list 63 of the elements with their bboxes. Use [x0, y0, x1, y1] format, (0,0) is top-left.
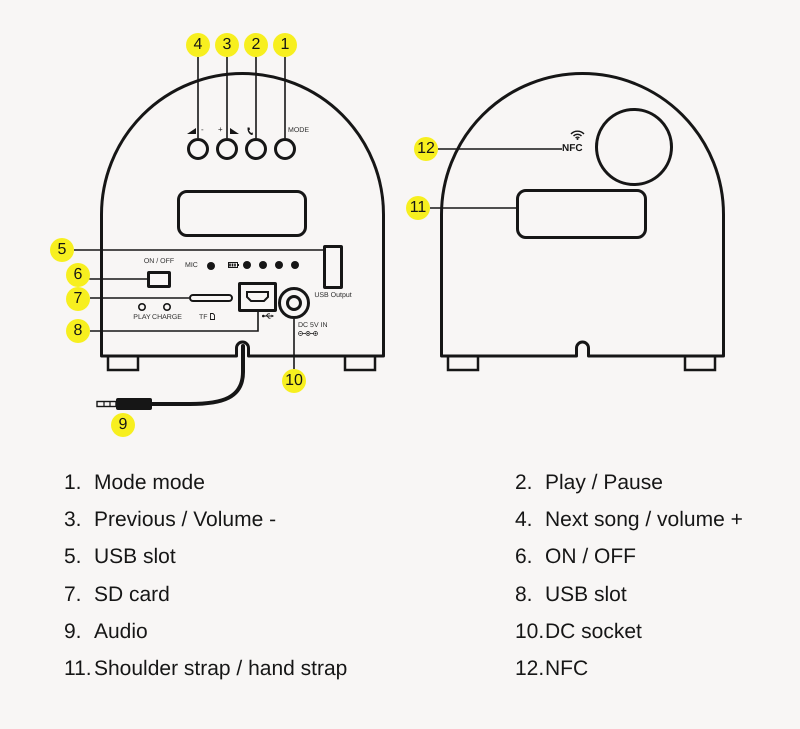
list-text: NFC — [545, 657, 588, 681]
list-number: 7. — [64, 583, 82, 607]
list-text: USB slot — [94, 545, 176, 569]
list-text: Audio — [94, 620, 148, 644]
list-number: 8. — [515, 583, 533, 607]
power-switch — [147, 271, 171, 288]
leader-line — [293, 319, 295, 369]
list-number: 1. — [64, 471, 82, 495]
dc-jack — [278, 287, 310, 319]
list-number: 5. — [64, 545, 82, 569]
list-text: SD card — [94, 583, 170, 607]
round-button — [245, 138, 267, 160]
leader-line — [90, 312, 259, 332]
callout-number: 9 — [111, 413, 135, 437]
speaker-grille — [595, 108, 673, 186]
callout-number: 5 — [50, 238, 74, 262]
list-text: Shoulder strap / hand strap — [94, 657, 348, 681]
callout-number: 10 — [282, 369, 306, 393]
strap-slot — [516, 189, 647, 239]
callout-number: 6 — [66, 263, 90, 287]
list-text: Next song / volume + — [545, 508, 743, 532]
list-text: DC socket — [545, 620, 642, 644]
speaker-body — [440, 72, 725, 372]
round-button — [274, 138, 296, 160]
list-number: 9. — [64, 620, 82, 644]
list-text: Play / Pause — [545, 471, 663, 495]
button-label: + — [218, 125, 223, 134]
list-text: Mode mode — [94, 471, 205, 495]
list-text: USB slot — [545, 583, 627, 607]
list-text: ON / OFF — [545, 545, 636, 569]
leader-line — [284, 57, 286, 138]
leader-line — [438, 148, 562, 150]
list-number: 3. — [64, 508, 82, 532]
button-label: - — [201, 125, 204, 134]
callout-number: 2 — [244, 33, 268, 57]
callout-number: 11 — [406, 196, 430, 220]
list-text: Previous / Volume - — [94, 508, 276, 532]
micro-usb-port — [238, 282, 277, 312]
speaker-body — [100, 72, 385, 372]
list-number: 12. — [515, 657, 544, 681]
callout-number: 1 — [273, 33, 297, 57]
callout-number: 12 — [414, 137, 438, 161]
card-slot — [189, 294, 233, 302]
leader-line — [255, 57, 257, 138]
callout-number: 8 — [66, 319, 90, 343]
list-number: 2. — [515, 471, 533, 495]
round-button — [187, 138, 209, 160]
leader-line — [430, 207, 516, 209]
round-button — [216, 138, 238, 160]
list-number: 10. — [515, 620, 544, 644]
usb-port — [323, 245, 343, 289]
leader-line — [89, 278, 147, 280]
list-number: 6. — [515, 545, 533, 569]
list-number: 4. — [515, 508, 533, 532]
leader-line — [90, 297, 189, 299]
list-number: 11. — [64, 657, 92, 681]
nfc-label: NFC — [562, 143, 583, 155]
display-window — [177, 190, 307, 237]
callout-number: 3 — [215, 33, 239, 57]
leader-line — [197, 57, 199, 138]
callout-number: 7 — [66, 287, 90, 311]
callout-number: 4 — [186, 33, 210, 57]
leader-line — [74, 249, 323, 251]
